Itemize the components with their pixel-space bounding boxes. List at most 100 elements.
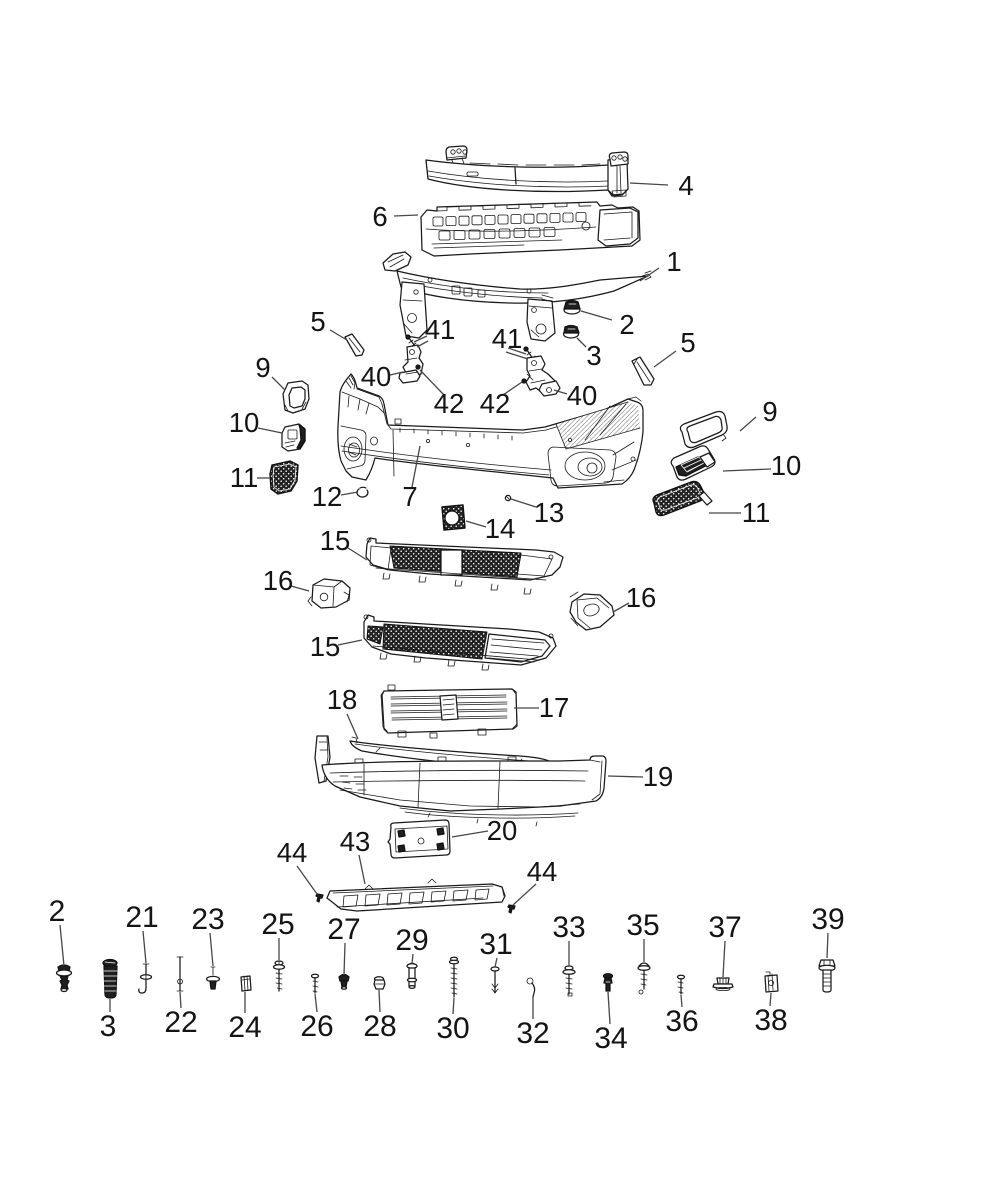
part-grille-shutter (380, 684, 518, 739)
callout-11-right[interactable]: 11 (742, 497, 771, 528)
callout-6[interactable]: 6 (372, 201, 387, 232)
callout-36[interactable]: 36 (665, 1005, 698, 1038)
callout-35[interactable]: 35 (626, 909, 659, 942)
callout-9-left[interactable]: 9 (255, 352, 270, 383)
fastener-push-pin-2 (55, 964, 73, 993)
leader-44-left (296, 865, 318, 895)
part-sensor-plate (441, 504, 466, 531)
callout-22[interactable]: 22 (164, 1006, 197, 1039)
leader-2 (580, 310, 613, 321)
leader-20 (451, 830, 489, 838)
callout-3[interactable]: 3 (586, 340, 601, 371)
callout-40-left[interactable]: 40 (361, 361, 392, 392)
callout-15-bottom[interactable]: 15 (310, 631, 341, 662)
callout-18[interactable]: 18 (327, 684, 358, 715)
part-grille-insert-right (652, 480, 713, 517)
fastener-small-screw-2 (676, 974, 686, 995)
leader-28 (378, 989, 381, 1013)
callout-41-left[interactable]: 41 (425, 314, 456, 345)
callout-10-left[interactable]: 10 (229, 407, 260, 438)
leader-43 (358, 854, 366, 885)
leader-34 (607, 991, 611, 1025)
part-upper-closure-panel (382, 251, 652, 342)
callout-12[interactable]: 12 (312, 481, 343, 512)
part-license-bracket (387, 819, 451, 859)
callout-11-left[interactable]: 11 (230, 462, 259, 493)
part-bezel-left (281, 423, 306, 452)
callout-37[interactable]: 37 (708, 911, 741, 944)
callout-19[interactable]: 19 (643, 761, 674, 792)
callout-10-right[interactable]: 10 (771, 450, 802, 481)
part-grille-bracket-left (307, 578, 351, 609)
part-grille-insert-left (269, 460, 299, 495)
callout-20[interactable]: 20 (487, 815, 518, 846)
part-screw-fascia (504, 494, 512, 502)
callout-32[interactable]: 32 (516, 1017, 549, 1050)
callout-5-right[interactable]: 5 (680, 327, 695, 358)
part-energy-absorber (420, 201, 641, 257)
callout-40-right[interactable]: 40 (567, 380, 598, 411)
callout-38[interactable]: 38 (754, 1004, 787, 1037)
leader-41-left (413, 335, 429, 348)
callout-5-left[interactable]: 5 (310, 306, 325, 337)
callout-42-right[interactable]: 42 (480, 388, 511, 419)
part-lower-valance (314, 735, 607, 827)
leader-40-right (553, 389, 568, 395)
callout-15-top[interactable]: 15 (320, 525, 351, 556)
leader-27 (343, 942, 346, 976)
leader-26 (314, 993, 318, 1013)
leader-41-right (505, 347, 529, 360)
fastener-small-screw (310, 973, 320, 994)
callout-2[interactable]: 2 (619, 309, 634, 340)
callout-39[interactable]: 39 (811, 903, 844, 936)
callout-23[interactable]: 23 (191, 903, 224, 936)
callout-41-right[interactable]: 41 (492, 323, 523, 354)
callout-2b[interactable]: 2 (49, 895, 66, 928)
callout-25[interactable]: 25 (261, 908, 294, 941)
callout-16-right[interactable]: 16 (626, 582, 657, 613)
fastener-pin-washer (138, 963, 153, 994)
leader-30 (452, 997, 455, 1015)
callout-27[interactable]: 27 (327, 913, 360, 946)
leader-15-top (347, 547, 368, 561)
fastener-long-pin (176, 956, 184, 992)
callout-44-left[interactable]: 44 (277, 837, 308, 868)
leader-2b (59, 924, 65, 967)
leader-42-left (419, 369, 445, 396)
callout-29[interactable]: 29 (395, 924, 428, 957)
callout-17[interactable]: 17 (539, 692, 570, 723)
part-filler-strip-left (344, 333, 365, 357)
leader-40-left (389, 371, 404, 376)
callout-21[interactable]: 21 (125, 901, 158, 934)
leader-23 (209, 932, 214, 967)
callout-1[interactable]: 1 (666, 246, 681, 277)
callout-34[interactable]: 34 (594, 1022, 627, 1055)
callout-16-left[interactable]: 16 (263, 565, 294, 596)
leader-37 (722, 940, 726, 978)
callout-31[interactable]: 31 (479, 928, 512, 961)
fastener-grommet (373, 976, 386, 990)
callout-44-right[interactable]: 44 (527, 856, 558, 887)
callout-26[interactable]: 26 (300, 1010, 333, 1043)
leader-9-left (271, 376, 286, 391)
callout-9-right[interactable]: 9 (762, 396, 777, 427)
leader-16-left (290, 585, 310, 592)
callout-4[interactable]: 4 (678, 170, 693, 201)
callout-3b[interactable]: 3 (100, 1010, 117, 1043)
callout-28[interactable]: 28 (363, 1010, 396, 1043)
callout-33[interactable]: 33 (552, 911, 585, 944)
callout-14[interactable]: 14 (485, 513, 516, 544)
leader-31 (494, 957, 498, 968)
fastener-ribbed-plug (102, 958, 118, 999)
fastener-plug (338, 973, 350, 990)
callout-43[interactable]: 43 (340, 826, 371, 857)
callout-24[interactable]: 24 (228, 1011, 261, 1044)
callout-7[interactable]: 7 (402, 481, 417, 512)
part-nut-upper (562, 324, 580, 339)
leader-lines (59, 182, 829, 1025)
part-bezel-right (670, 445, 716, 481)
callout-42-left[interactable]: 42 (434, 388, 465, 419)
callout-30[interactable]: 30 (436, 1012, 469, 1045)
callout-13[interactable]: 13 (534, 497, 565, 528)
